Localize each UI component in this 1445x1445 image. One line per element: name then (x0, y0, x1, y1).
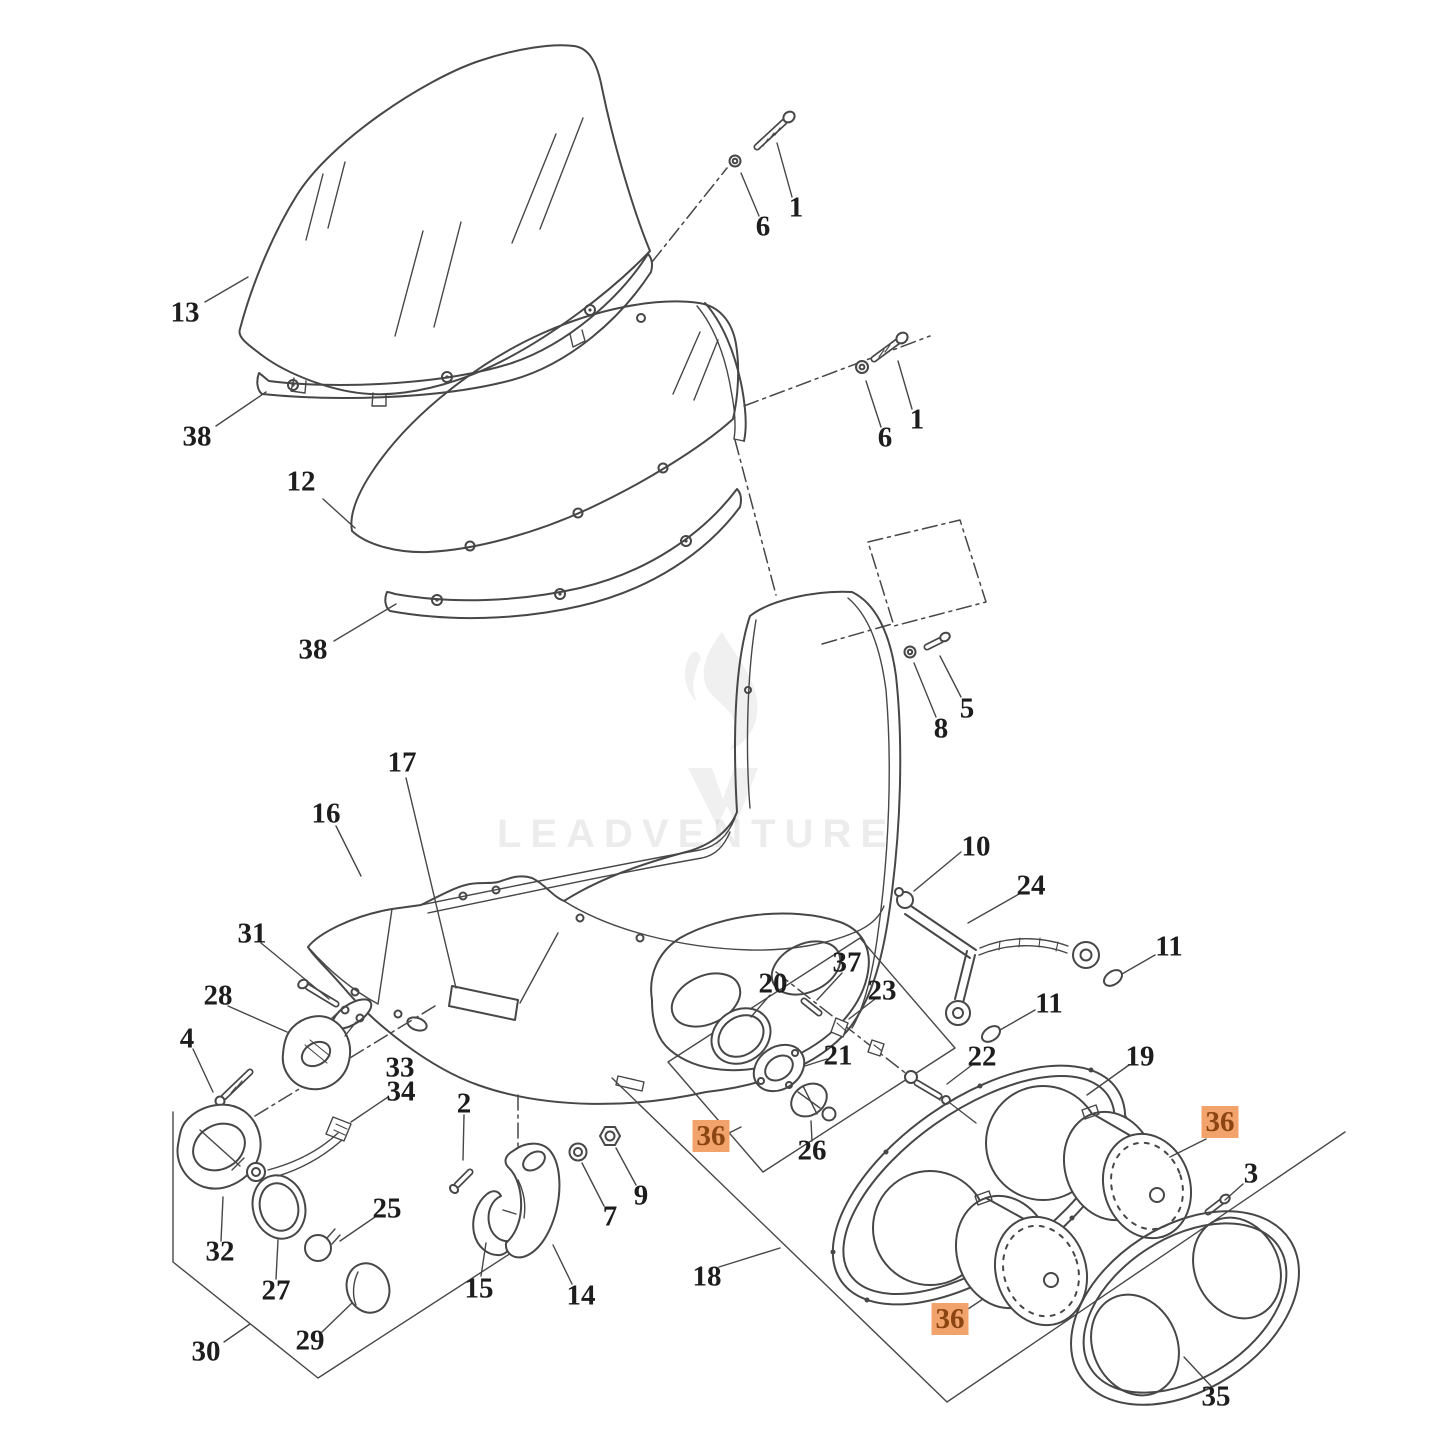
part-callout[interactable]: 29 (295, 1324, 325, 1357)
part-callout[interactable]: 38 (298, 633, 328, 666)
part-callout[interactable]: 1 (788, 191, 804, 224)
part-callout[interactable]: 1 (909, 403, 925, 436)
part-callout[interactable]: 16 (311, 797, 341, 830)
part-callout[interactable]: 11 (1155, 930, 1183, 963)
part-callout[interactable]: 23 (867, 974, 897, 1007)
part-callout[interactable]: 37 (832, 946, 862, 979)
part-callout[interactable]: 2 (456, 1087, 472, 1120)
part-callout[interactable]: 6 (755, 210, 771, 243)
part-callout[interactable]: 24 (1016, 869, 1046, 902)
group-outline-30 (172, 1111, 546, 1379)
part-callout[interactable]: 14 (566, 1279, 596, 1312)
part-callout[interactable]: 9 (633, 1179, 649, 1212)
bracket-14 (504, 1142, 561, 1259)
slot-17 (448, 985, 519, 1021)
part-callout[interactable]: 28 (203, 979, 233, 1012)
part-callout[interactable]: 21 (823, 1039, 853, 1072)
part-callout[interactable]: 18 (692, 1260, 722, 1293)
part-callout-highlighted[interactable]: 36 (1201, 1106, 1239, 1138)
nut-9 (599, 1126, 621, 1146)
part-callout[interactable]: 6 (877, 421, 893, 454)
part-callout[interactable]: 12 (286, 465, 316, 498)
part-callout[interactable]: 30 (191, 1335, 221, 1368)
turn-signal-group (172, 978, 546, 1379)
part-callout[interactable]: 31 (237, 917, 267, 950)
housing-35 (1070, 1210, 1300, 1406)
mount-bracket-group (448, 1126, 621, 1259)
part-callout[interactable]: 19 (1125, 1040, 1155, 1073)
part-callout[interactable]: 25 (372, 1192, 402, 1225)
part-callout[interactable]: 20 (758, 967, 788, 1000)
bulb-11-lower (980, 1025, 1002, 1043)
watermark-flame-icon (685, 632, 758, 826)
wiring-harness-24 (894, 887, 1124, 1043)
part-callout-highlighted[interactable]: 36 (931, 1303, 969, 1335)
part-callout[interactable]: 13 (170, 296, 200, 329)
inner-windshield-12 (350, 300, 747, 554)
headlamp-assembly-group (611, 1064, 1346, 1406)
part-callout[interactable]: 10 (961, 830, 991, 863)
part-callout[interactable]: 4 (179, 1022, 195, 1055)
part-callout-highlighted[interactable]: 36 (692, 1120, 730, 1152)
part-callout[interactable]: 33 (385, 1051, 415, 1084)
part-callout[interactable]: 38 (182, 420, 212, 453)
headlamp-kit-group (667, 937, 977, 1173)
headlamp-36-lower (954, 1190, 1089, 1327)
part-callout[interactable]: 7 (602, 1200, 618, 1233)
part-callout[interactable]: 15 (464, 1272, 494, 1305)
part-callout[interactable]: 26 (797, 1134, 827, 1167)
part-callout[interactable]: 3 (1243, 1157, 1259, 1190)
part-callout[interactable]: 35 (1201, 1380, 1231, 1413)
screw-set-5-8 (821, 519, 987, 659)
group-outline-36 (667, 937, 956, 1173)
outer-windshield-13 (238, 44, 651, 407)
part-callout[interactable]: 22 (967, 1040, 997, 1073)
part-callout[interactable]: 11 (1035, 987, 1063, 1020)
part-callout[interactable]: 34 (386, 1075, 416, 1108)
ring-20 (710, 1007, 772, 1065)
bulb-11-right (1102, 969, 1124, 987)
part-callout[interactable]: 8 (933, 712, 949, 745)
screw-set-lower-1-6 (743, 331, 931, 407)
headlamp-36-upper (1062, 1104, 1193, 1240)
part-callout[interactable]: 27 (261, 1274, 291, 1307)
part-callout[interactable]: 5 (959, 692, 975, 725)
leader-lines (192, 142, 1244, 1387)
screw-set-upper-1-6 (651, 110, 796, 263)
screw-22 (904, 1070, 918, 1084)
trim-strip-38-lower (384, 488, 742, 620)
part-callout[interactable]: 17 (387, 746, 417, 779)
watermark-text: LEADVENTURE (497, 812, 897, 856)
clip-23 (830, 1017, 849, 1038)
part-callout[interactable]: 32 (205, 1235, 235, 1268)
